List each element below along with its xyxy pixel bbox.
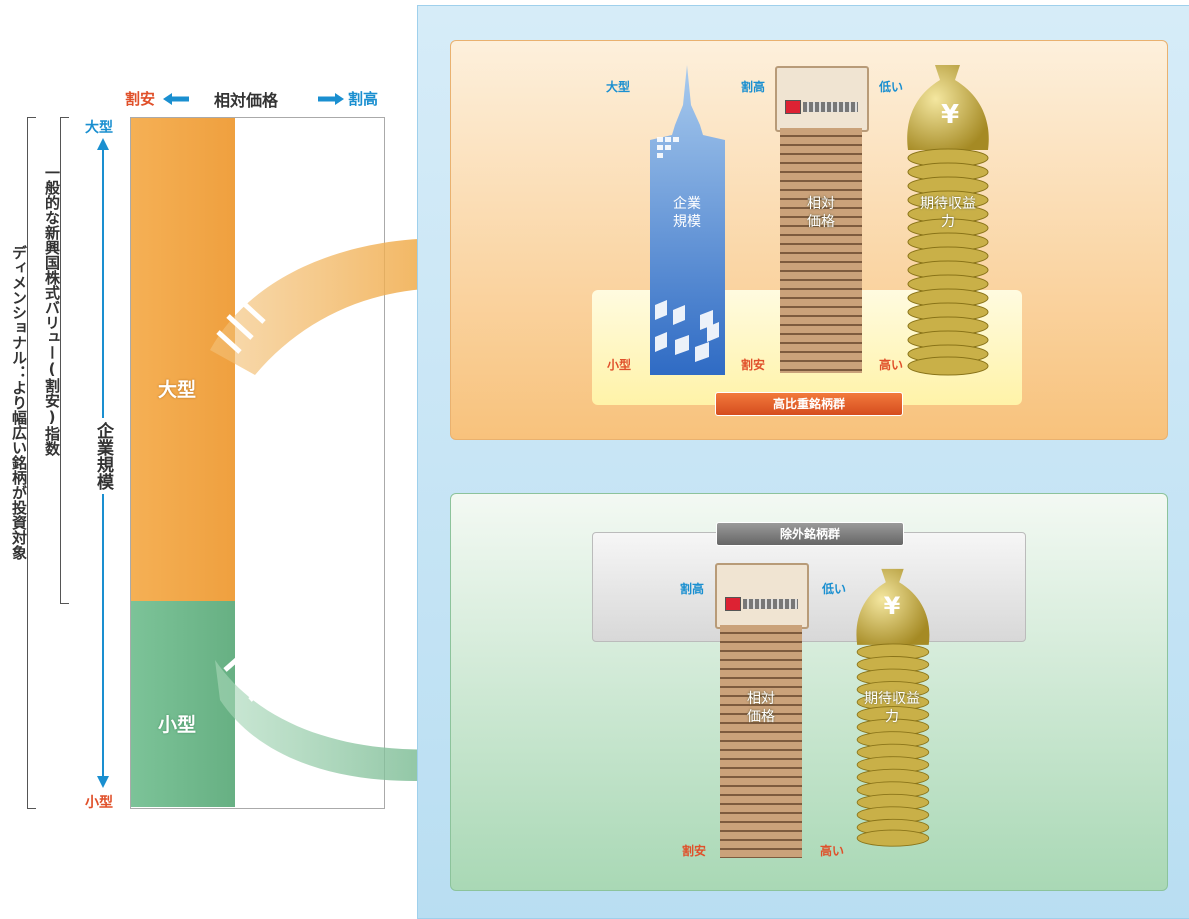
price-card-top-bar [803,102,858,112]
arrow-left-icon [163,93,189,105]
money-bag-icon [907,65,989,376]
top-expensive-label: 割高 [741,80,766,94]
bottom-group-title: 除外銘柄群 [716,522,904,546]
price-card-bottom-bar [743,599,798,609]
small-cap-bar [131,601,235,807]
price-card-top [775,66,869,132]
company-size-label: 企業規模 [91,418,116,494]
top-large-label: 大型 [606,80,631,94]
small-axis-label: 小型 [85,795,113,811]
money-bag-bottom-icon [856,568,930,847]
price-text-top: 相対価格 [807,196,835,230]
large-cap-bar [131,118,235,601]
large-segment-label: 大型 [158,379,197,401]
large-axis-label: 大型 [85,120,113,136]
earnings-text-bottom: 期待収益力 [864,691,920,725]
bottom-high-label: 高い [820,844,845,858]
price-text-bottom: 相対価格 [747,691,775,725]
bottom-expensive-label: 割高 [680,582,705,596]
building-text: 企業規模 [673,196,701,230]
yen-symbol-bottom: ¥ [883,592,901,620]
relative-price-label: 相対価格 [214,91,279,110]
cheap-label: 割安 [125,90,156,108]
price-card-bottom [715,563,809,629]
bottom-cheap-label: 割安 [682,844,707,858]
arrow-right-icon [318,93,344,105]
outer-bracket [27,117,36,809]
earnings-text-top: 期待収益力 [920,196,976,230]
top-cheap-label: 割安 [741,358,766,372]
top-small-label: 小型 [607,358,632,372]
price-stack-top [780,128,862,373]
price-card-bottom-display [725,597,741,611]
top-high-label: 高い [879,358,904,372]
bottom-grey-band [592,532,1026,642]
price-card-top-display [785,100,801,114]
expensive-label: 割高 [348,90,379,108]
small-segment-label: 小型 [158,714,197,736]
top-group-title: 高比重銘柄群 [715,392,903,416]
top-low-label: 低い [879,80,904,94]
bottom-low-label: 低い [822,582,847,596]
inner-bracket-text: 一般的な新興国株式バリュー(割安)指数 [43,165,61,456]
building-icon [650,65,725,375]
outer-bracket-text: ディメンショナル：より幅広い銘柄が投資対象 [10,245,28,560]
yen-symbol-top: ¥ [940,100,960,130]
inner-bracket [60,117,69,604]
price-stack-bottom [720,625,802,858]
